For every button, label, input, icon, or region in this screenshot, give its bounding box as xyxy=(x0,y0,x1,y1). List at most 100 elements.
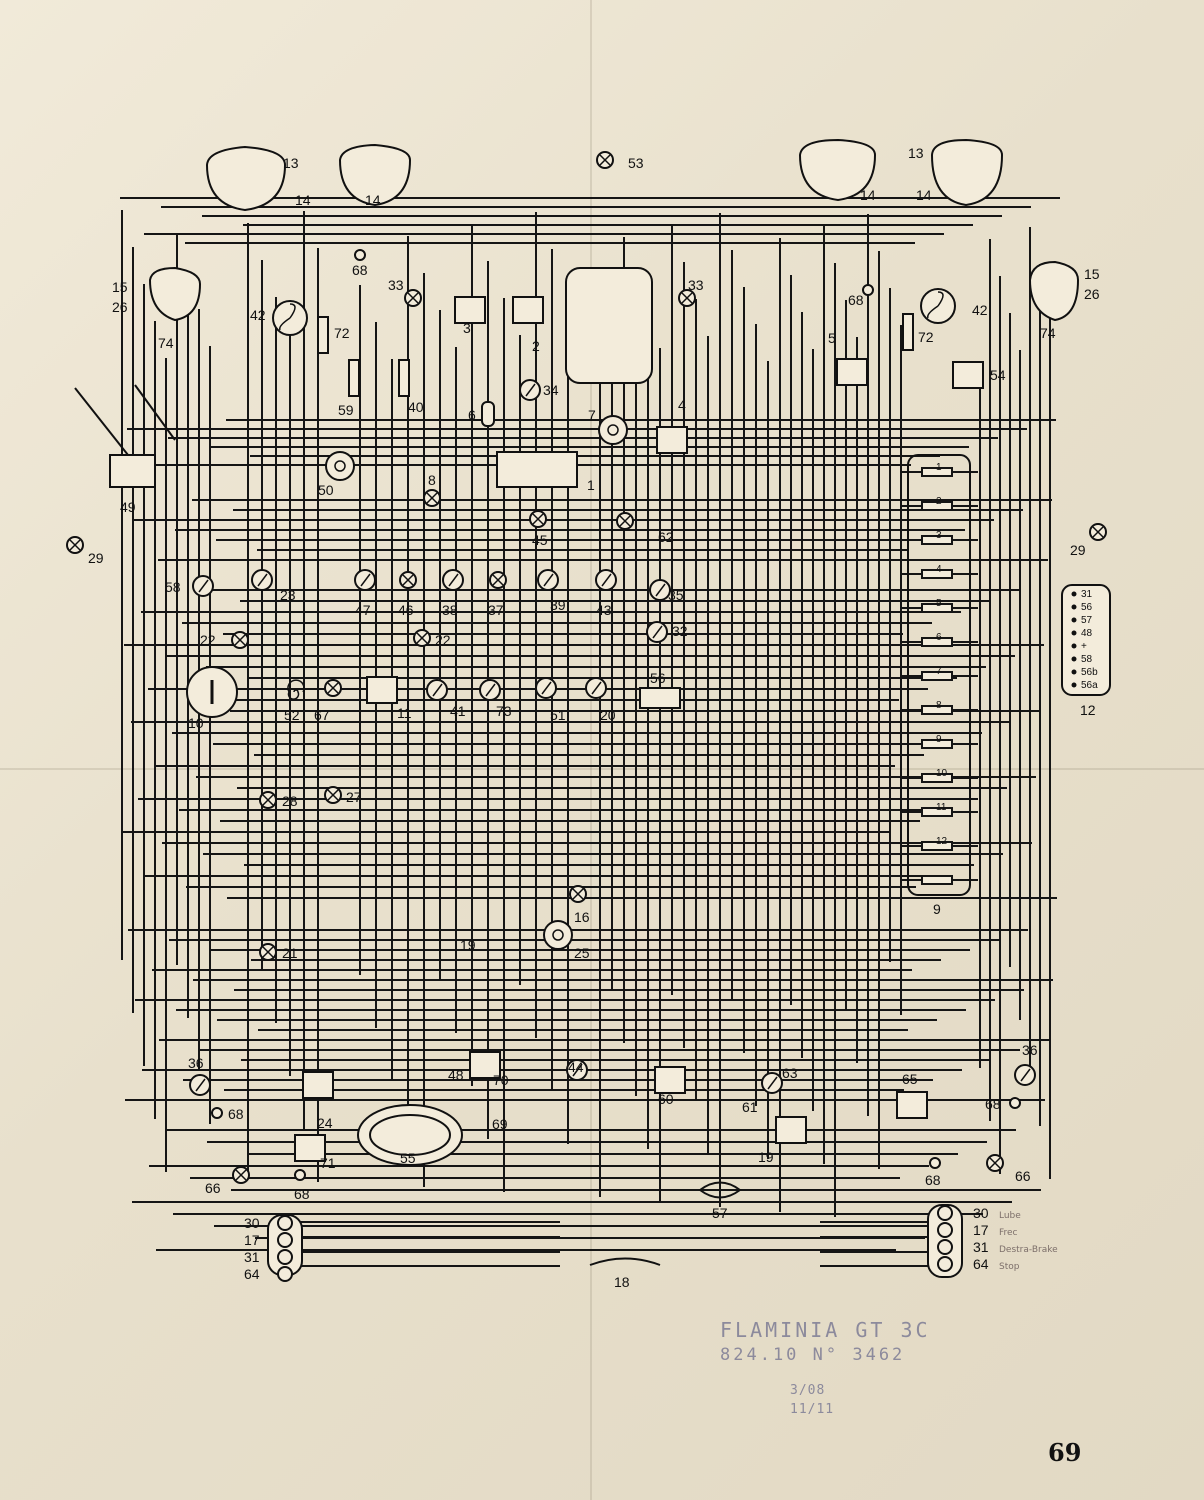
component-c32: 32 xyxy=(646,621,688,643)
component-label: 23 xyxy=(280,587,296,603)
box-symbol xyxy=(512,296,544,324)
component-c5: 5 xyxy=(828,330,868,386)
component-c24: 24 xyxy=(302,1071,334,1131)
fuse-element xyxy=(921,773,953,783)
tail-lamp-bulb xyxy=(937,1205,953,1221)
component-c47: 47 xyxy=(354,569,376,618)
component-label: 71 xyxy=(320,1155,336,1171)
component-c52: 52 xyxy=(284,679,305,723)
component-c42a: 42 xyxy=(250,300,308,336)
tail-lamp-bulb xyxy=(277,1249,293,1265)
lamp-cross xyxy=(235,1169,247,1181)
component-label: 50 xyxy=(318,482,334,498)
component-label: 45 xyxy=(532,532,548,548)
lamp-cross xyxy=(416,632,428,644)
component-c22b: 22 xyxy=(413,629,451,648)
component-label: 44 xyxy=(568,1059,584,1075)
lamp-cross xyxy=(681,292,693,304)
connector-pin xyxy=(1071,682,1077,688)
component-label: 18 xyxy=(614,1274,630,1290)
gauge-needle xyxy=(543,573,554,587)
lamp-cross xyxy=(492,574,504,586)
gauge-needle xyxy=(572,1063,583,1077)
round-symbol xyxy=(543,920,573,950)
component-label: 33 xyxy=(688,277,704,293)
component-label: 22 xyxy=(200,632,216,648)
box-symbol xyxy=(469,1051,501,1079)
handwritten-date-2: 11/11 xyxy=(790,1402,835,1417)
component-label: 48 xyxy=(448,1067,464,1083)
component-label: 24 xyxy=(317,1115,333,1131)
component-label: 61 xyxy=(742,1099,758,1115)
fuse-number: 10 xyxy=(936,768,948,779)
gauge-needle xyxy=(485,683,496,697)
terminal-symbol xyxy=(929,1157,941,1169)
terminal-symbol xyxy=(1009,1097,1021,1109)
gauge-needle xyxy=(1020,1068,1031,1082)
component-label: 22 xyxy=(435,632,451,648)
component-c49: 49 xyxy=(120,499,136,515)
component-label: 41 xyxy=(450,703,466,719)
gauge-needle xyxy=(652,625,663,639)
headlamp-label: 14 xyxy=(860,187,876,203)
component-c35: 35 xyxy=(649,579,684,603)
connector-pin xyxy=(1071,630,1077,636)
component-label: 19 xyxy=(758,1149,774,1165)
component-label: 32 xyxy=(672,623,688,639)
component-label: 29 xyxy=(1070,542,1086,558)
component-label: 42 xyxy=(250,307,266,323)
component-c21: 21 xyxy=(259,943,298,961)
component-label: 59 xyxy=(338,402,354,418)
component-c27: 27 xyxy=(324,786,362,805)
fuse-number: 12 xyxy=(936,836,948,847)
legend-code: 17 xyxy=(973,1222,989,1238)
component-c36b: 36 xyxy=(1014,1042,1038,1086)
lamp-cross xyxy=(599,154,611,166)
connector-pin xyxy=(1071,591,1077,597)
lamp-cross xyxy=(532,513,544,525)
component-label: 73 xyxy=(496,703,512,719)
component-c67: 67 xyxy=(314,679,342,723)
component-c33a: 33 xyxy=(388,277,422,307)
component-c55: 55 xyxy=(400,1150,416,1166)
component-c66a: 66 xyxy=(205,1166,250,1196)
fuse-number: 9 xyxy=(936,734,942,745)
legend-code: 31 xyxy=(973,1239,989,1255)
component-label: 4 xyxy=(678,397,686,413)
component-label: 20 xyxy=(600,707,616,723)
connector-pin xyxy=(1071,656,1077,662)
component-label: 56 xyxy=(650,670,666,686)
component-c59: 59 xyxy=(338,359,360,418)
component-c36a: 36 xyxy=(188,1055,211,1096)
component-c34: 34 xyxy=(519,379,559,401)
fuse-element xyxy=(921,535,953,545)
component-label: 1 xyxy=(587,477,595,493)
component-label: 72 xyxy=(918,329,934,345)
box-symbol xyxy=(656,426,688,454)
terminal-symbol xyxy=(862,284,874,296)
gauge-needle xyxy=(525,383,536,397)
component-label: 34 xyxy=(543,382,559,398)
terminal-symbol xyxy=(211,1107,223,1119)
component-label: 37 xyxy=(488,602,504,618)
component-label: 68 xyxy=(228,1106,244,1122)
component-label: 36 xyxy=(188,1055,204,1071)
component-label: 69 xyxy=(492,1116,508,1132)
component-c68c: 68 xyxy=(211,1106,244,1122)
component-label: 7 xyxy=(588,407,596,423)
component-c25: 25 xyxy=(543,920,590,961)
side-lamp-15-26-left xyxy=(148,266,202,322)
component-label: 35 xyxy=(668,587,684,603)
horizontal-fold-crease xyxy=(0,768,1204,770)
fuse-number: 7 xyxy=(936,666,942,677)
component-c39: 39 xyxy=(537,569,566,613)
round-core xyxy=(607,424,619,436)
fuse-number: 2 xyxy=(936,496,942,507)
component-label: 49 xyxy=(120,499,136,515)
legend-note: Destra-Brake xyxy=(999,1245,1058,1255)
component-label: 29 xyxy=(88,550,104,566)
component-c11: 11 xyxy=(366,676,412,721)
component-label: 2 xyxy=(532,338,540,354)
